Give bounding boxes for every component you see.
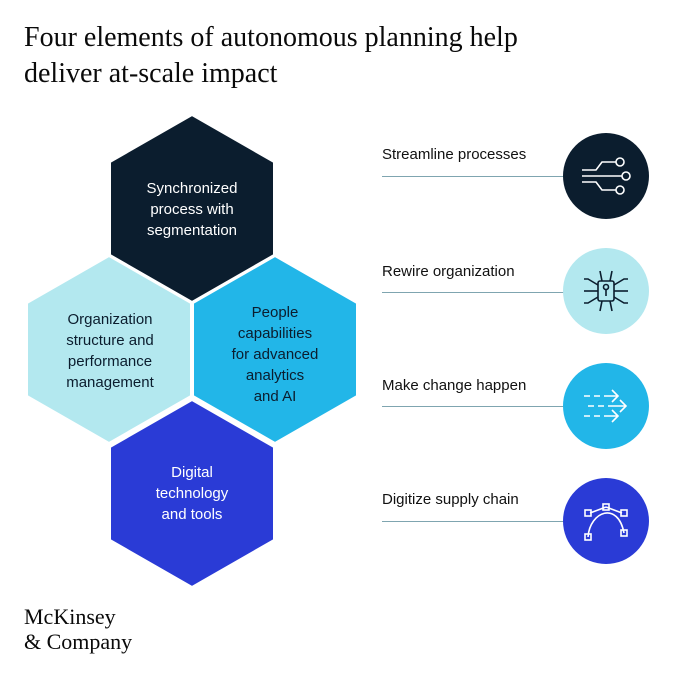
element-circle-digitize bbox=[563, 478, 649, 564]
element-label-digitize-supply-chain: Digitize supply chain bbox=[382, 491, 519, 508]
hexagon-organization-structure bbox=[26, 254, 192, 445]
hexagon-label-synchronized-process: Synchronized process with segmentation bbox=[146, 180, 238, 239]
element-divider bbox=[382, 406, 565, 407]
mckinsey-logo: McKinsey & Company bbox=[24, 604, 132, 654]
hexagon-label-organization-structure: Organization structure and performance m… bbox=[66, 311, 154, 391]
hexagon-people-capabilities bbox=[192, 254, 358, 445]
element-label-streamline-processes: Streamline processes bbox=[382, 146, 527, 163]
element-circle-make-change bbox=[563, 363, 649, 449]
logo-line-1: McKinsey bbox=[24, 604, 116, 629]
element-label-make-change-happen: Make change happen bbox=[382, 377, 527, 394]
logo-line-2: & Company bbox=[24, 629, 133, 654]
hexagon-synchronized-process bbox=[109, 113, 275, 304]
chip-network-icon bbox=[584, 270, 628, 312]
circuit-lines-icon bbox=[582, 157, 631, 195]
title-line-2: deliver at-scale impact bbox=[24, 58, 278, 89]
element-label-rewire-organization: Rewire organization bbox=[382, 263, 515, 280]
element-divider bbox=[382, 521, 565, 522]
element-divider bbox=[382, 292, 565, 293]
title-line-1: Four elements of autonomous planning hel… bbox=[24, 22, 518, 53]
hexagon-digital-technology bbox=[109, 398, 275, 589]
element-divider bbox=[382, 176, 565, 177]
page-title: Four elements of autonomous planning hel… bbox=[24, 20, 644, 92]
element-circle-rewire bbox=[563, 248, 649, 334]
forward-arrows-icon bbox=[584, 389, 628, 423]
bezier-curve-icon bbox=[584, 503, 628, 541]
hexagon-label-digital-technology: Digital technology and tools bbox=[155, 464, 229, 523]
element-circle-streamline bbox=[563, 133, 649, 219]
hexagon-label-people-capabilities: People capabilities for advanced analyti… bbox=[231, 304, 319, 405]
